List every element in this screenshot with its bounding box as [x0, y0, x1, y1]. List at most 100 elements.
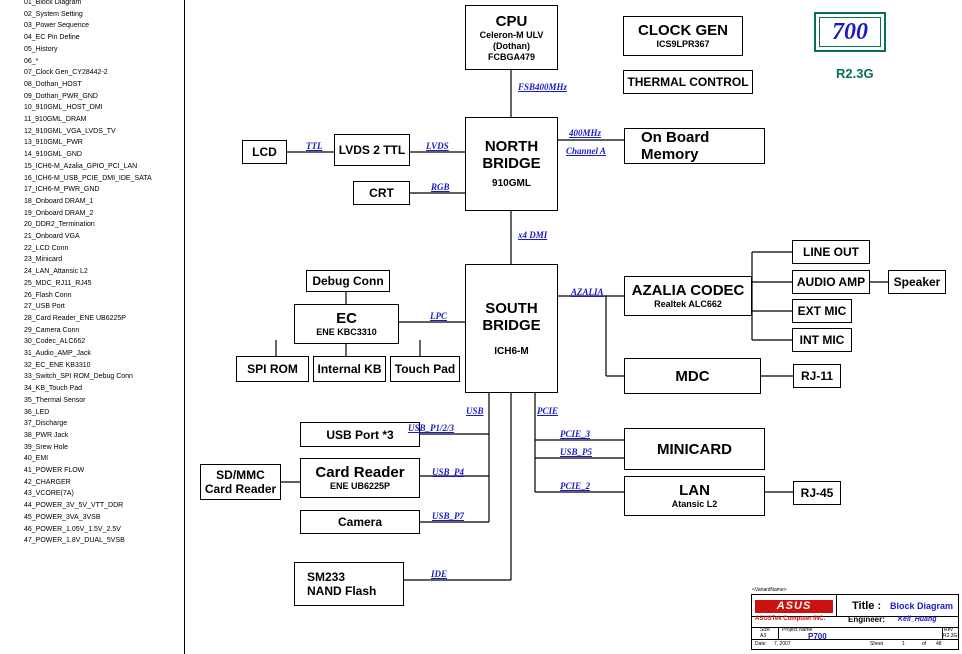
index-entry: 33_Switch_SPI ROM_Debug Conn	[24, 373, 133, 381]
signal-ide: IDE	[431, 569, 448, 579]
mdc-block: MDC	[624, 358, 761, 394]
thermal-control-label: THERMAL CONTROL	[627, 75, 749, 89]
model-logo: 700	[814, 12, 886, 52]
sdmmc-title-1: SD/MMC	[216, 468, 265, 482]
signal-usb-p4: USB_P4	[432, 467, 465, 477]
index-entry: 20_DDR2_Termination	[24, 221, 95, 229]
internal-kb-label: Internal KB	[317, 362, 382, 376]
rj11-label: RJ-11	[800, 369, 834, 383]
speaker-block: Speaker	[888, 270, 946, 294]
cpu-codename: (Dothan)	[493, 40, 530, 51]
sheet-value: 1	[902, 641, 905, 647]
rj45-label: RJ-45	[800, 486, 834, 500]
north-bridge-title-2: BRIDGE	[482, 155, 541, 172]
index-entry: 21_Onboard VGA	[24, 233, 80, 240]
engineer-value: Kell_Huang	[898, 616, 937, 623]
lvds-block: LVDS 2 TTL	[334, 134, 410, 166]
index-entry: 10_910GML_HOST_DMI	[24, 104, 103, 112]
cpu-model: Celeron-M ULV	[479, 29, 544, 40]
clock-gen-part: ICS9LPR367	[656, 39, 710, 49]
mdc-label: MDC	[675, 367, 710, 385]
index-entry: 37_Discharge	[24, 420, 68, 428]
signal-channel-a: Channel A	[566, 146, 606, 156]
camera-label: Camera	[337, 515, 383, 529]
nand-flash-title-2: NAND Flash	[307, 584, 377, 598]
azalia-codec-title: AZALIA CODEC	[631, 282, 745, 299]
memory-title-1: On Board	[641, 129, 710, 146]
signal-ttl: TTL	[306, 141, 323, 151]
revision-label: R2.3G	[836, 66, 874, 81]
variant-name: <VariantName>	[752, 587, 787, 593]
signal-pcie-2: PCIE_2	[560, 481, 591, 491]
clock-gen-title: CLOCK GEN	[638, 22, 728, 39]
signal-usb: USB	[466, 406, 484, 416]
rj11-block: RJ-11	[793, 364, 841, 388]
lan-block: LAN Atansic L2	[624, 476, 765, 516]
index-entry: 31_Audio_AMP_Jack	[24, 350, 91, 357]
size-label: Size	[760, 627, 770, 633]
card-reader-part: ENE UB6225P	[329, 481, 391, 491]
index-entry: 05_History	[24, 45, 58, 53]
ec-part: ENE KBC3310	[316, 327, 377, 337]
project-value: P700	[808, 632, 827, 641]
lcd-label: LCD	[252, 145, 277, 159]
index-entry: 38_PWR Jack	[24, 431, 69, 439]
signal-pcie-3: PCIE_3	[560, 429, 591, 439]
minicard-label: MINICARD	[657, 440, 732, 458]
usb-port-block: USB Port *3	[300, 422, 420, 447]
ext-mic-block: EXT MIC	[792, 299, 852, 323]
sdmmc-title-2: Card Reader	[204, 482, 277, 496]
card-reader-block: Card Reader ENE UB6225P	[300, 458, 420, 498]
sheet-label: Sheet	[870, 641, 884, 647]
azalia-codec-block: AZALIA CODEC Realtek ALC662	[624, 276, 752, 316]
index-entry: 28_Card Reader_ENE UB6225P	[24, 314, 126, 322]
audio-amp-label: AUDIO AMP	[796, 275, 866, 289]
signal-pcie: PCIE	[537, 406, 559, 416]
spi-rom-label: SPI ROM	[247, 362, 298, 376]
index-entry: 43_VCORE(7A)	[24, 490, 74, 498]
index-entry: 15_ICH6-M_Azalia_GPIO_PCI_LAN	[24, 162, 138, 170]
index-entry: 42_CHARGER	[24, 478, 71, 486]
minicard-block: MINICARD	[624, 428, 765, 470]
of-label: of	[922, 641, 927, 647]
index-entry: 22_LCD Conn	[24, 244, 69, 252]
audio-amp-block: AUDIO AMP	[792, 270, 870, 294]
cpu-title: CPU	[495, 12, 528, 30]
signal-dmi: x4 DMI	[518, 230, 548, 240]
south-bridge-title-1: SOUTH	[485, 299, 538, 317]
index-entry: 32_EC_ENE KB3310	[24, 361, 91, 369]
internal-kb-block: Internal KB	[313, 356, 386, 382]
index-entry: 04_EC Pin Define	[24, 34, 80, 42]
signal-lpc: LPC	[430, 311, 447, 321]
date-label: Date:	[755, 641, 767, 647]
rj45-block: RJ-45	[793, 481, 841, 505]
touch-pad-block: Touch Pad	[390, 356, 460, 382]
index-entry: 23_Minicard	[24, 256, 63, 264]
index-entry: 36_LED	[24, 408, 50, 416]
north-bridge-block: NORTH BRIDGE 910GML	[465, 117, 558, 211]
signal-rgb: RGB	[431, 182, 450, 192]
index-entry: 07_Clock Gen_CY28442-2	[24, 69, 108, 77]
index-entry: 34_KB_Touch Pad	[24, 385, 82, 393]
line-out-label: LINE OUT	[803, 245, 859, 259]
signal-usb-p123: USB_P1/2/3	[408, 423, 455, 433]
int-mic-label: INT MIC	[799, 333, 845, 347]
nand-flash-title-1: SM233	[307, 570, 346, 584]
index-entry: 39_Srew Hole	[24, 443, 68, 451]
ec-title: EC	[336, 310, 357, 327]
signal-400mhz: 400MHz	[569, 128, 602, 138]
memory-title-2: Memory	[641, 146, 699, 163]
lvds-label: LVDS 2 TTL	[338, 143, 406, 157]
ec-block: EC ENE KBC3310	[294, 304, 399, 344]
crt-label: CRT	[369, 186, 394, 200]
clock-gen-block: CLOCK GEN ICS9LPR367	[623, 16, 743, 56]
index-entry: 06_*	[24, 57, 39, 65]
index-entry: 09_Dothan_PWR_GND	[24, 92, 98, 100]
index-entry: 12_910GML_VGA_LVDS_TV	[24, 127, 116, 135]
index-entry: 02_System Setting	[24, 10, 83, 18]
index-entry: 45_POWER_3VA_3VSB	[24, 513, 101, 521]
spi-rom-block: SPI ROM	[236, 356, 309, 382]
index-entry: 25_MDC_RJ11_RJ45	[24, 279, 92, 287]
